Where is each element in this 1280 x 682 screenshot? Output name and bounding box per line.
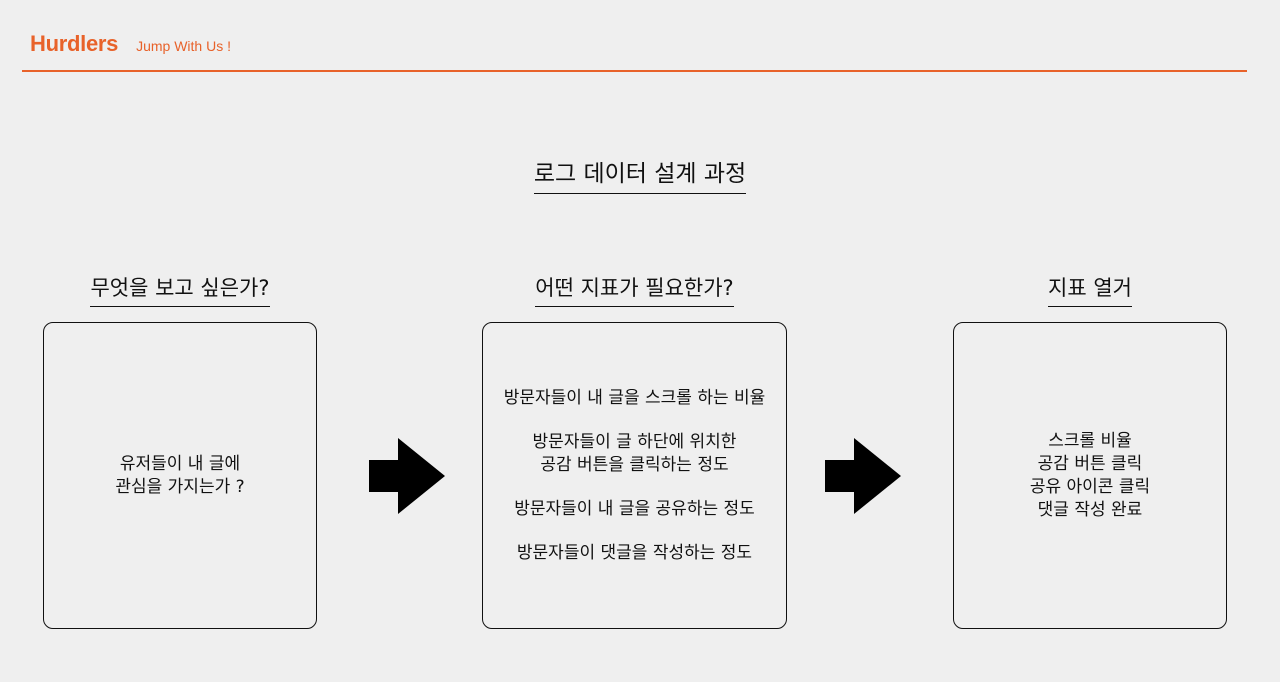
arrow-right-icon	[369, 438, 445, 514]
page-title-text: 로그 데이터 설계 과정	[533, 154, 747, 194]
column-heading-metrics: 어떤 지표가 필요한가?	[483, 272, 786, 307]
box-what-to-see: 유저들이 내 글에 관심을 가지는가 ?	[43, 322, 317, 629]
box-metric-list: 스크롤 비율 공감 버튼 클릭 공유 아이콘 클릭 댓글 작성 완료	[953, 322, 1227, 629]
box-line: 유저들이 내 글에	[119, 453, 241, 474]
metric-item-line: 방문자들이 댓글을 작성하는 정도	[516, 542, 753, 563]
metric-item: 방문자들이 내 글을 스크롤 하는 비율	[504, 387, 766, 410]
column-heading-list: 지표 열거	[954, 272, 1226, 307]
metric-item: 방문자들이 댓글을 작성하는 정도	[517, 542, 752, 565]
box-line: 공유 아이콘 클릭	[1029, 476, 1151, 497]
brand-name: Hurdlers	[30, 31, 119, 56]
metric-item: 방문자들이 내 글을 공유하는 정도	[514, 498, 755, 521]
metric-item-line: 공감 버튼을 클릭하는 정도	[540, 454, 729, 475]
box-needed-metrics: 방문자들이 내 글을 스크롤 하는 비율 방문자들이 글 하단에 위치한 공감 …	[482, 322, 787, 629]
box-line: 스크롤 비율	[1048, 430, 1132, 451]
metric-item-line: 방문자들이 글 하단에 위치한	[532, 431, 737, 452]
header-divider	[22, 70, 1247, 72]
metric-item-line: 방문자들이 내 글을 스크롤 하는 비율	[503, 387, 766, 408]
brand: Hurdlers Jump With Us !	[30, 31, 231, 57]
metric-item-line: 방문자들이 내 글을 공유하는 정도	[514, 498, 755, 519]
column-heading-list-text: 지표 열거	[1048, 272, 1132, 307]
column-heading-metrics-text: 어떤 지표가 필요한가?	[535, 272, 734, 307]
metric-item: 방문자들이 글 하단에 위치한 공감 버튼을 클릭하는 정도	[533, 431, 737, 477]
column-heading-what: 무엇을 보고 싶은가?	[44, 272, 316, 307]
arrow-right-icon	[825, 438, 901, 514]
box-line: 관심을 가지는가 ?	[115, 476, 245, 497]
brand-tagline: Jump With Us !	[136, 38, 231, 54]
box-line: 공감 버튼 클릭	[1037, 453, 1143, 474]
box-line: 댓글 작성 완료	[1037, 499, 1143, 520]
page-title: 로그 데이터 설계 과정	[0, 154, 1280, 194]
column-heading-what-text: 무엇을 보고 싶은가?	[90, 272, 270, 307]
